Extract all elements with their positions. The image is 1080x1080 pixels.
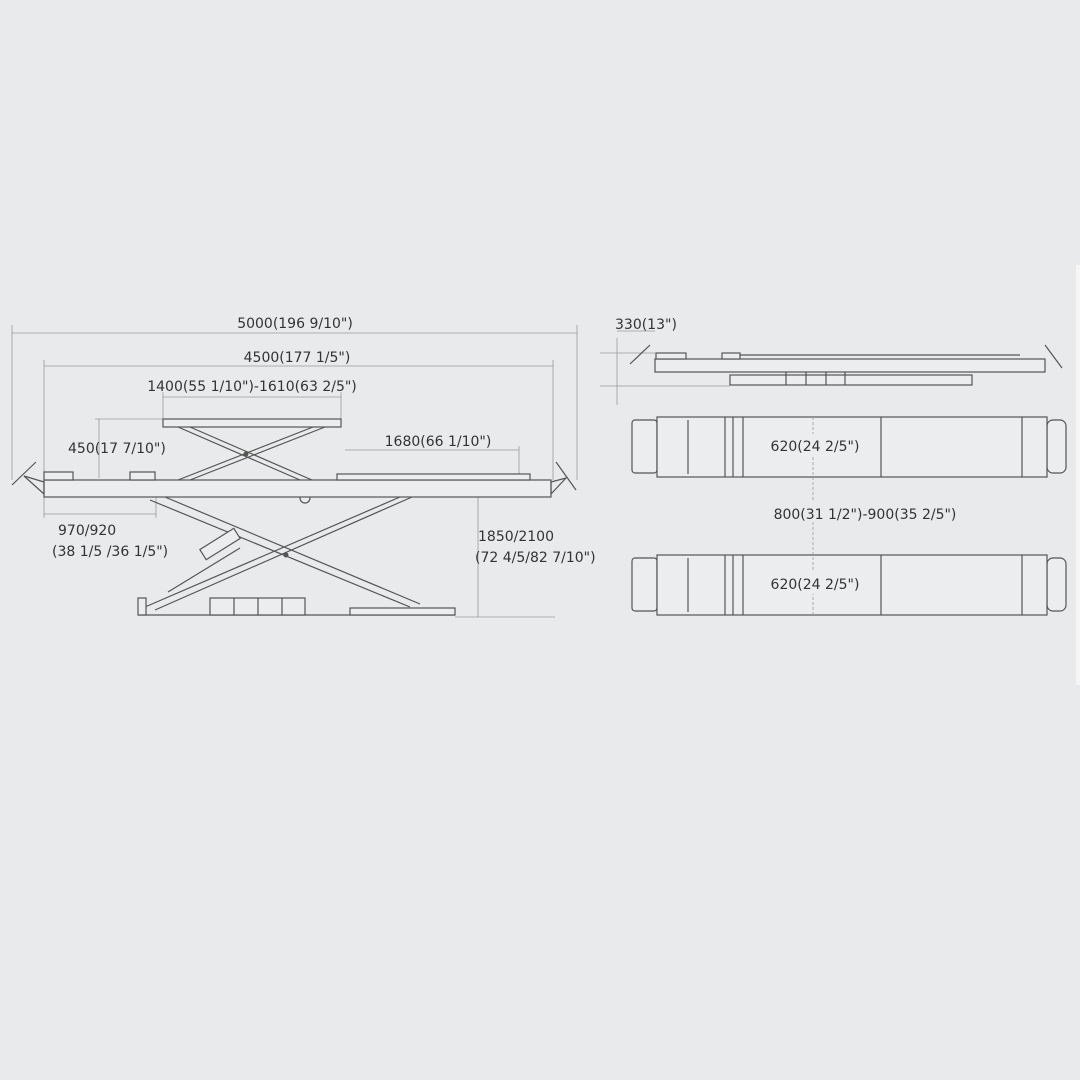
collapsed-platform: [654, 358, 1046, 373]
overall-length-label: 5000(196 9/10"): [237, 316, 353, 332]
offset-label-1: 970/920: [58, 523, 116, 539]
min-height-label: 330(13"): [615, 317, 677, 333]
runway-width-label-bottom: 620(24 2/5"): [771, 577, 860, 593]
max-height-label-2: (72 4/5/82 7/10"): [475, 550, 596, 566]
top-view: 620(24 2/5") 800(31 1/2")-900(35 2/5") 6…: [631, 416, 1067, 616]
runway-width-label-top: 620(24 2/5"): [771, 439, 860, 455]
plate-length-label: 1680(66 1/10"): [385, 434, 492, 450]
side-view-raised: 5000(196 9/10") 4500(177 1/5") 1400(55 1…: [11, 316, 596, 618]
hydraulic-cylinder: [199, 527, 241, 561]
left-ramp: [11, 461, 37, 486]
slip-plate: [336, 473, 531, 481]
secondary-length-label: 1400(55 1/10")-1610(63 2/5"): [147, 379, 357, 395]
main-platform: [43, 479, 552, 498]
runway-spacing-label: 800(31 1/2")-900(35 2/5"): [774, 507, 957, 523]
platform-length-label: 4500(177 1/5"): [244, 350, 351, 366]
secondary-height-label: 450(17 7/10"): [68, 441, 166, 457]
right-ramp: [555, 461, 577, 491]
max-height-label-1: 1850/2100: [478, 529, 554, 545]
offset-label-2: (38 1/5 /36 1/5"): [52, 544, 168, 560]
side-view-collapsed: 330(13"): [600, 317, 1063, 405]
secondary-platform: [162, 418, 342, 428]
edge-strip: [1076, 265, 1080, 685]
